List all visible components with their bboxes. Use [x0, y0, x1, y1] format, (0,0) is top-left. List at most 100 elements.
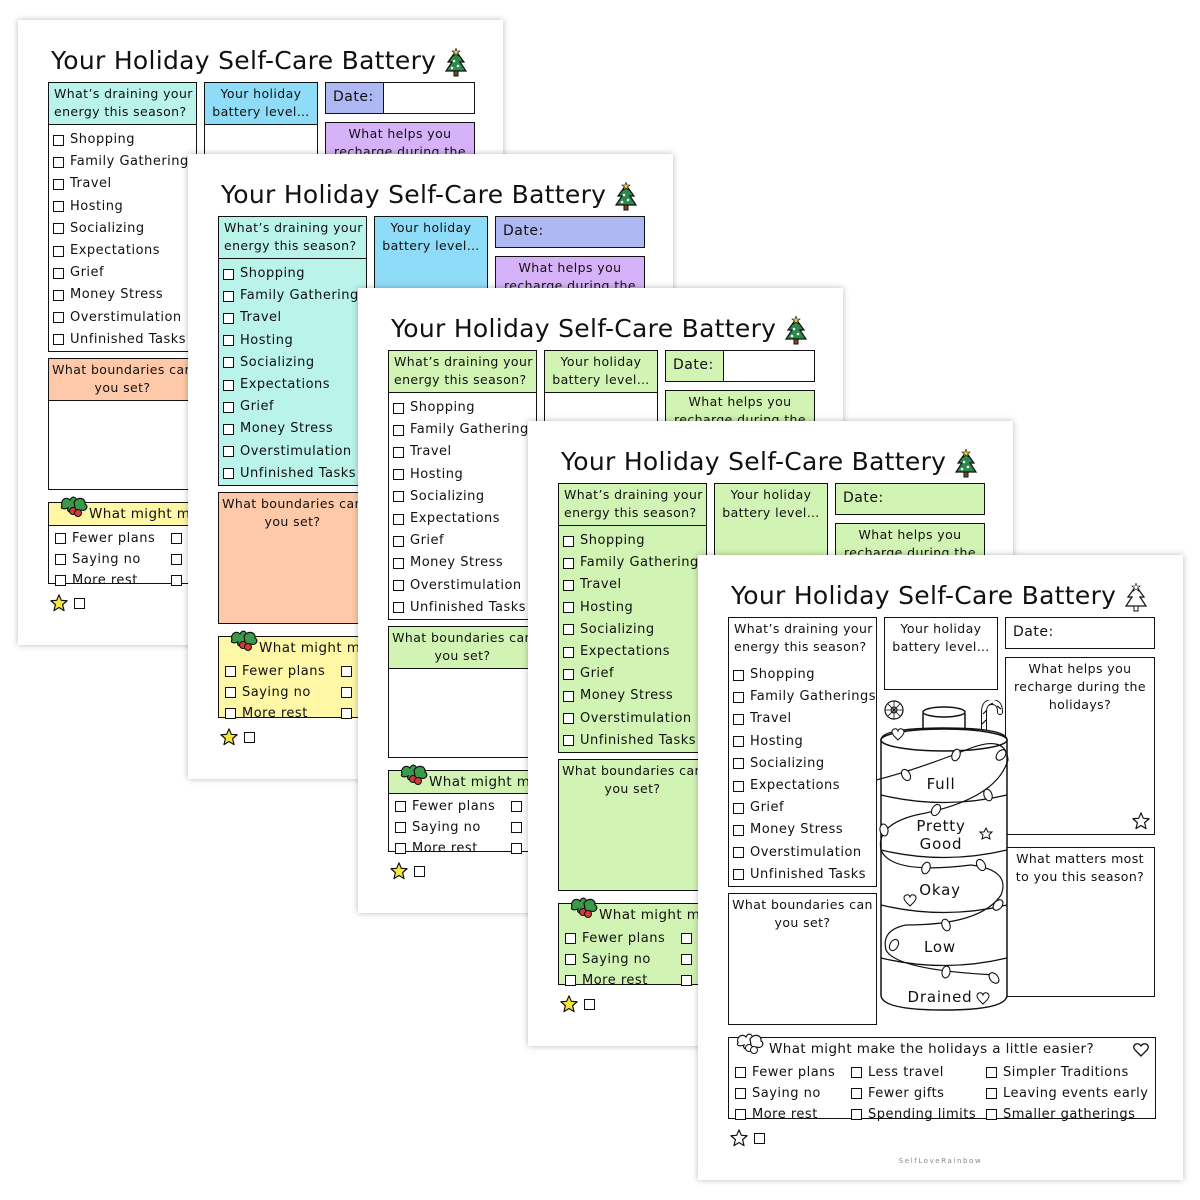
list-item[interactable]: Overstimulation	[223, 441, 366, 463]
checkbox[interactable]	[563, 713, 574, 725]
list-item[interactable]: Travel	[53, 173, 196, 195]
checkbox[interactable]	[851, 1088, 862, 1099]
list-item[interactable]: Hosting	[393, 464, 536, 486]
checkbox[interactable]	[986, 1109, 997, 1120]
checkbox[interactable]	[393, 580, 404, 592]
date-field[interactable]: Date:	[665, 350, 815, 382]
checkbox[interactable]	[986, 1088, 997, 1099]
checkbox[interactable]	[74, 598, 85, 609]
list-item[interactable]: Shopping	[393, 397, 536, 419]
checkbox[interactable]	[393, 402, 404, 414]
date-field[interactable]: Date:	[1005, 617, 1155, 649]
checkbox[interactable]	[986, 1067, 997, 1078]
checkbox[interactable]	[223, 335, 234, 347]
list-item[interactable]: Saying no	[735, 1083, 851, 1104]
checkbox[interactable]	[223, 446, 234, 458]
list-item[interactable]: Hosting	[53, 196, 196, 218]
checkbox[interactable]	[223, 401, 234, 413]
list-item[interactable]: Hosting	[733, 731, 876, 753]
battery-level-okay[interactable]: Okay	[919, 881, 961, 899]
list-item[interactable]: Fewer plans	[395, 796, 511, 817]
checkbox[interactable]	[681, 954, 692, 965]
checkbox[interactable]	[341, 666, 352, 677]
list-item[interactable]	[681, 949, 816, 970]
list-item[interactable]: Saying no	[225, 682, 341, 703]
battery-level-pretty-good[interactable]: Pretty Good	[916, 817, 966, 853]
list-item[interactable]	[341, 703, 476, 724]
list-item[interactable]: Fewer plans	[225, 661, 341, 682]
list-item[interactable]: Family Gatherings	[563, 552, 706, 574]
list-item[interactable]: Fewer gifts	[851, 1083, 986, 1104]
list-item[interactable]: Expectations	[563, 641, 706, 663]
checkbox[interactable]	[851, 1109, 862, 1120]
list-item[interactable]: Socializing	[223, 352, 366, 374]
checkbox[interactable]	[393, 535, 404, 547]
checkbox[interactable]	[55, 554, 66, 565]
checkbox[interactable]	[511, 843, 522, 854]
list-item[interactable]: Travel	[563, 574, 706, 596]
list-item[interactable]: Saying no	[565, 949, 681, 970]
checkbox[interactable]	[565, 933, 576, 944]
checkbox[interactable]	[733, 869, 744, 881]
checkbox[interactable]	[393, 557, 404, 569]
checkbox[interactable]	[735, 1067, 746, 1078]
checkbox[interactable]	[393, 469, 404, 481]
list-item[interactable]: Unfinished Tasks	[53, 329, 196, 351]
battery-level-low[interactable]: Low	[924, 938, 956, 956]
list-item[interactable]: Fewer plans	[735, 1062, 851, 1083]
checkbox[interactable]	[223, 268, 234, 280]
list-item[interactable]: Money Stress	[733, 819, 876, 841]
checkbox[interactable]	[563, 646, 574, 658]
checkbox[interactable]	[53, 156, 64, 168]
checkbox[interactable]	[53, 245, 64, 257]
list-item[interactable]	[511, 796, 646, 817]
checkbox[interactable]	[851, 1067, 862, 1078]
list-item[interactable]: Family Gatherings	[393, 419, 536, 441]
list-item[interactable]: Shopping	[53, 129, 196, 151]
checkbox[interactable]	[733, 824, 744, 836]
date-field[interactable]: Date:	[325, 82, 475, 114]
list-item[interactable]: Family Gatherings	[733, 686, 876, 708]
checkbox[interactable]	[584, 999, 595, 1010]
list-item[interactable]: Family Gatherings	[53, 151, 196, 173]
date-field[interactable]: Date:	[835, 483, 985, 515]
list-item[interactable]: Expectations	[393, 508, 536, 530]
checkbox[interactable]	[733, 713, 744, 725]
checkbox[interactable]	[735, 1088, 746, 1099]
list-item[interactable]: Travel	[733, 708, 876, 730]
checkbox[interactable]	[563, 690, 574, 702]
checkbox[interactable]	[511, 801, 522, 812]
checkbox[interactable]	[563, 557, 574, 569]
checkbox[interactable]	[171, 533, 182, 544]
checkbox[interactable]	[53, 223, 64, 235]
checkbox[interactable]	[681, 975, 692, 986]
list-item[interactable]: Overstimulation	[733, 842, 876, 864]
checkbox[interactable]	[565, 975, 576, 986]
list-item[interactable]: Overstimulation	[563, 708, 706, 730]
checkbox[interactable]	[754, 1133, 765, 1144]
list-item[interactable]	[171, 549, 306, 570]
checkbox[interactable]	[223, 468, 234, 480]
boundaries-box[interactable]: What boundaries can you set?	[48, 358, 197, 490]
list-item[interactable]: Overstimulation	[393, 575, 536, 597]
list-item[interactable]: Money Stress	[53, 284, 196, 306]
checkbox[interactable]	[55, 533, 66, 544]
recharge-box[interactable]: What helps you recharge during the holid…	[1005, 657, 1155, 835]
date-field[interactable]: Date:	[495, 216, 645, 248]
checkbox[interactable]	[393, 513, 404, 525]
list-item[interactable]: Socializing	[733, 753, 876, 775]
checkbox[interactable]	[511, 822, 522, 833]
battery-level-drained[interactable]: Drained	[907, 988, 973, 1006]
list-item[interactable]: Travel	[393, 441, 536, 463]
list-item[interactable]: Simpler Traditions	[986, 1062, 1146, 1083]
list-item[interactable]: Smaller gatherings	[986, 1104, 1146, 1125]
list-item[interactable]: Unfinished Tasks	[393, 597, 536, 619]
checkbox[interactable]	[53, 267, 64, 279]
checkbox[interactable]	[53, 134, 64, 146]
checkbox[interactable]	[223, 312, 234, 324]
checkbox[interactable]	[244, 732, 255, 743]
checkbox[interactable]	[53, 289, 64, 301]
list-item[interactable]: Grief	[393, 530, 536, 552]
list-item[interactable]: Overstimulation	[53, 307, 196, 329]
checkbox[interactable]	[393, 491, 404, 503]
